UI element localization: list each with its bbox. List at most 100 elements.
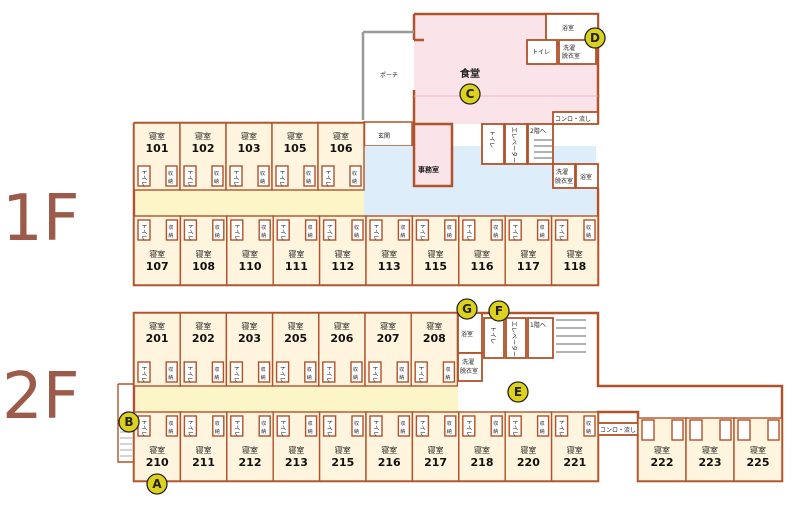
room-number: 206 xyxy=(330,332,353,345)
bedroom-217[interactable]: 寝室217トイレ収納 xyxy=(411,411,460,482)
toilet-closet: トイレ xyxy=(137,219,151,241)
marker-c[interactable]: C xyxy=(459,83,481,105)
bedroom-102[interactable]: 寝室102トイレ収納 xyxy=(179,122,227,191)
svg-text:納: 納 xyxy=(399,374,404,381)
marker-label: F xyxy=(495,304,503,318)
room-number: 218 xyxy=(471,456,494,469)
room-word: 寝室 xyxy=(380,321,396,331)
bedroom-105[interactable]: 寝室105トイレ収納 xyxy=(271,122,319,191)
bedroom-111[interactable]: 寝室111トイレ収納 xyxy=(272,215,321,286)
bedroom-212[interactable]: 寝室212トイレ収納 xyxy=(226,411,274,482)
toilet-closet: トイレ xyxy=(183,415,198,437)
svg-text:収: 収 xyxy=(493,224,498,231)
bedroom-206[interactable]: 寝室206トイレ収納 xyxy=(318,312,366,387)
floor-2-plan: 浴室 洗濯 脱衣室 トイレ エレベーター 1階へ コンロ・流し 寝室201トイレ… xyxy=(117,311,784,483)
svg-text:脱衣室: 脱衣室 xyxy=(555,177,573,185)
bedroom-215[interactable]: 寝室215トイレ収納 xyxy=(318,411,367,482)
room-word: 寝室 xyxy=(567,445,583,455)
svg-text:納: 納 xyxy=(586,428,591,435)
room-number: 208 xyxy=(423,332,446,345)
room-number: 205 xyxy=(284,332,307,345)
bedroom-220[interactable]: 寝室220トイレ収納 xyxy=(504,411,553,482)
bedroom-203[interactable]: 寝室203トイレ収納 xyxy=(225,312,274,387)
bedroom-213[interactable]: 寝室213トイレ収納 xyxy=(272,411,321,482)
marker-f[interactable]: F xyxy=(488,300,510,322)
bedroom-208[interactable]: 寝室208トイレ収納 xyxy=(410,312,459,387)
bedroom-107[interactable]: 寝室107トイレ収納 xyxy=(133,215,182,286)
svg-text:脱衣室: 脱衣室 xyxy=(460,367,478,375)
storage-closet: 収納 xyxy=(257,361,271,383)
svg-text:納: 納 xyxy=(215,428,220,435)
storage-closet: 収納 xyxy=(349,165,362,187)
storage-closet: 収納 xyxy=(351,415,364,437)
svg-text:収: 収 xyxy=(586,420,591,427)
room-word: 寝室 xyxy=(288,249,304,259)
bedroom-115[interactable]: 寝室115トイレ収納 xyxy=(411,215,460,286)
room-number: 111 xyxy=(285,260,308,273)
marker-b[interactable]: B xyxy=(118,411,140,433)
bedroom-113[interactable]: 寝室113トイレ収納 xyxy=(365,215,414,286)
svg-text:トイレ: トイレ xyxy=(372,223,379,241)
room-number: 223 xyxy=(699,456,722,469)
laundry-label: 洗濯 xyxy=(563,44,575,52)
bedroom-108[interactable]: 寝室108トイレ収納 xyxy=(179,215,228,286)
stairs-label-2f: 1階へ xyxy=(530,321,546,329)
svg-text:収: 収 xyxy=(261,420,266,427)
svg-text:収: 収 xyxy=(261,224,266,231)
elevator-label-2f: エレベーター xyxy=(510,321,518,357)
toilet-closet: トイレ xyxy=(230,415,244,437)
svg-text:収: 収 xyxy=(215,420,220,427)
bedroom-106[interactable]: 寝室106トイレ収納 xyxy=(317,122,365,191)
bedroom-110[interactable]: 寝室110トイレ収納 xyxy=(226,215,274,286)
storage-closet: 収納 xyxy=(350,361,363,383)
marker-label: D xyxy=(590,31,600,45)
bedroom-118[interactable]: 寝室118トイレ収納 xyxy=(550,215,599,286)
bedroom-112[interactable]: 寝室112トイレ収納 xyxy=(318,215,367,286)
svg-text:納: 納 xyxy=(168,374,173,381)
bedroom-103[interactable]: 寝室103トイレ収納 xyxy=(225,122,273,191)
bedroom-216[interactable]: 寝室216トイレ収納 xyxy=(365,411,414,482)
toilet-closet: トイレ xyxy=(322,361,336,383)
bedroom-202[interactable]: 寝室202トイレ収納 xyxy=(179,312,228,387)
svg-text:納: 納 xyxy=(354,428,359,435)
bedroom-221[interactable]: 寝室221トイレ収納 xyxy=(550,411,599,482)
toilet-closet: トイレ xyxy=(369,415,383,437)
bedroom-218[interactable]: 寝室218トイレ収納 xyxy=(458,411,506,482)
marker-label: B xyxy=(124,415,133,429)
bedroom-116[interactable]: 寝室116トイレ収納 xyxy=(458,215,506,286)
corridor-1f xyxy=(136,190,364,216)
corridor-2f xyxy=(136,386,458,412)
bedroom-117[interactable]: 寝室117トイレ収納 xyxy=(504,215,553,286)
bedroom-210[interactable]: 寝室210トイレ収納 xyxy=(133,411,182,482)
toilet-closet: トイレ xyxy=(415,219,430,241)
bedroom-205[interactable]: 寝室205トイレ収納 xyxy=(271,312,320,387)
svg-text:収: 収 xyxy=(168,366,173,373)
marker-d[interactable]: D xyxy=(584,27,606,49)
svg-text:トイレ: トイレ xyxy=(279,223,286,241)
svg-text:トイレ: トイレ xyxy=(140,419,147,437)
svg-text:納: 納 xyxy=(354,232,359,239)
toilet-label-1f: トイレ xyxy=(532,49,550,56)
svg-text:納: 納 xyxy=(447,232,452,239)
bedroom-211[interactable]: 寝室211トイレ収納 xyxy=(179,411,228,482)
room-number: 107 xyxy=(146,260,169,273)
office-label: 事務室 xyxy=(418,165,439,174)
bedroom-201[interactable]: 寝室201トイレ収納 xyxy=(133,312,181,387)
bedroom-101[interactable]: 寝室101トイレ収納 xyxy=(133,122,181,191)
room-word: 寝室 xyxy=(149,131,165,141)
room-number: 222 xyxy=(651,456,674,469)
dining-label: 食堂 xyxy=(459,67,480,80)
svg-text:納: 納 xyxy=(308,232,313,239)
marker-g[interactable]: G xyxy=(456,298,478,320)
room-word: 寝室 xyxy=(335,445,351,455)
svg-text:納: 納 xyxy=(307,374,312,381)
svg-text:納: 納 xyxy=(400,232,405,239)
room-number: 217 xyxy=(424,456,447,469)
bedroom-207[interactable]: 寝室207トイレ収納 xyxy=(364,312,412,387)
svg-text:収: 収 xyxy=(354,420,359,427)
marker-e[interactable]: E xyxy=(507,381,529,403)
marker-a[interactable]: A xyxy=(146,473,168,495)
